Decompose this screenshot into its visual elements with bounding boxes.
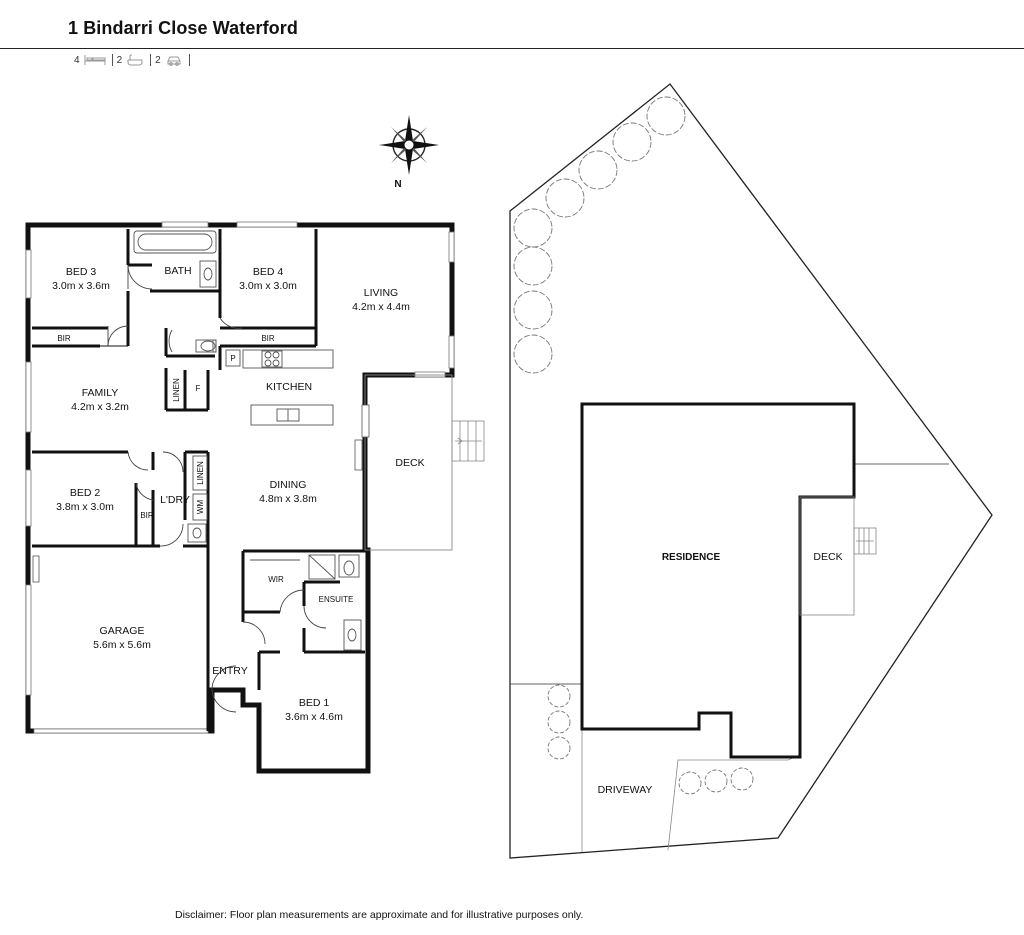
room-name-bir-bed4: BIR xyxy=(261,334,275,343)
car-icon xyxy=(167,56,181,66)
room-name-deck: DECK xyxy=(395,457,424,469)
room-name-dining: DINING xyxy=(270,479,307,491)
room-size-living: 4.2m x 4.4m xyxy=(352,301,410,313)
site-deck xyxy=(799,496,855,616)
room-name-wir: WIR xyxy=(268,575,284,584)
disclaimer: Disclaimer: Floor plan measurements are … xyxy=(175,909,584,921)
interior-walls xyxy=(32,229,365,731)
room-name-ensuite: ENSUITE xyxy=(319,595,354,604)
site-plan: RESIDENCE DECK DRIVEWAY xyxy=(509,83,993,859)
site-deck-label: DECK xyxy=(813,551,842,563)
bath-icon xyxy=(127,54,143,66)
room-size-bed3: 3.0m x 3.6m xyxy=(52,280,110,292)
room-size-dining: 4.8m x 3.8m xyxy=(259,493,317,505)
compass-icon xyxy=(379,115,439,175)
site-deck-steps xyxy=(853,527,877,555)
room-name-bir-bed3: BIR xyxy=(57,334,71,343)
header: 1 Bindarri Close Waterford 4 2 2 xyxy=(0,0,1024,72)
driveway-label: DRIVEWAY xyxy=(598,784,653,796)
room-name-garage: GARAGE xyxy=(100,625,145,637)
sliding-door xyxy=(361,404,370,438)
page-title: 1 Bindarri Close Waterford xyxy=(68,18,298,38)
room-name-bir-bed2: BIR xyxy=(140,511,154,520)
room-size-bed1: 3.6m x 4.6m xyxy=(285,711,343,723)
bathrooms-feature: 2 xyxy=(117,54,145,66)
room-name-laundry: L'DRY xyxy=(160,494,190,506)
deck-area xyxy=(364,374,453,551)
feature-summary: 4 2 2 xyxy=(74,52,194,68)
room-name-wm: WM xyxy=(196,500,205,515)
parking-count: 2 xyxy=(155,54,161,66)
compass-north-label: N xyxy=(394,179,401,190)
house-plan: BED 3 3.0m x 3.6m BATH BED 4 3.0m x 3.0m… xyxy=(25,221,485,774)
door-swings xyxy=(107,264,327,713)
bedrooms-feature: 4 xyxy=(74,54,106,66)
room-name-kitchen: KITCHEN xyxy=(266,381,312,393)
room-name-bed4: BED 4 xyxy=(253,266,284,278)
fixtures xyxy=(133,230,362,651)
windows xyxy=(25,221,455,734)
room-name-linen-low: LINEN xyxy=(196,461,205,485)
feature-separator xyxy=(111,54,113,66)
parking-feature: 2 xyxy=(155,54,183,66)
bedrooms-count: 4 xyxy=(74,54,80,66)
room-name-living: LIVING xyxy=(364,287,398,299)
room-name-bed3: BED 3 xyxy=(66,266,97,278)
bathrooms-count: 2 xyxy=(116,54,123,66)
sliding-door xyxy=(354,439,363,471)
residence-outline xyxy=(580,402,856,759)
room-name-pantry: P xyxy=(230,354,235,363)
deck-steps xyxy=(451,420,485,462)
garage-side-door xyxy=(32,555,40,583)
room-size-family: 4.2m x 3.2m xyxy=(71,401,129,413)
bed-icon xyxy=(84,55,106,65)
room-name-family: FAMILY xyxy=(82,387,119,399)
room-size-bed2: 3.8m x 3.0m xyxy=(56,501,114,513)
room-name-bed1: BED 1 xyxy=(299,697,330,709)
room-size-bed4: 3.0m x 3.0m xyxy=(239,280,297,292)
header-divider xyxy=(0,48,1024,49)
residence-label: RESIDENCE xyxy=(662,552,721,563)
room-name-bath: BATH xyxy=(164,265,191,277)
feature-separator xyxy=(188,54,190,66)
room-name-entry: ENTRY xyxy=(212,665,247,677)
room-name-linen-top: LINEN xyxy=(172,378,181,402)
site-boundary xyxy=(509,83,993,859)
feature-separator xyxy=(150,54,152,66)
room-name-fridge: F xyxy=(196,384,201,393)
tree-row-icon xyxy=(513,96,754,795)
room-name-bed2: BED 2 xyxy=(70,487,101,499)
room-size-garage: 5.6m x 5.6m xyxy=(93,639,151,651)
